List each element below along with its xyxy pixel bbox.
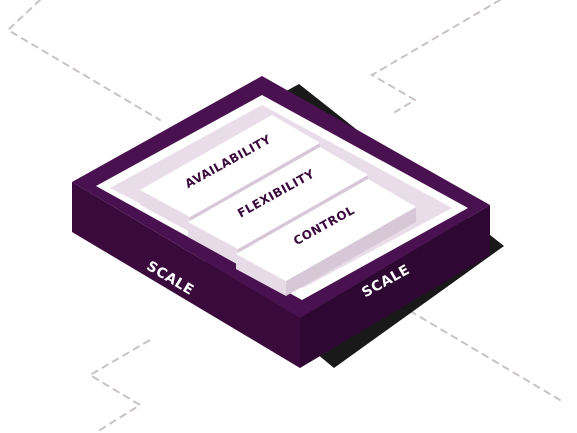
base-front-right bbox=[300, 205, 490, 368]
layer-control-top bbox=[236, 179, 416, 281]
connector-top-left bbox=[6, 0, 161, 121]
connector-bottom-right bbox=[399, 304, 561, 401]
connector-top-right bbox=[370, 0, 501, 113]
layer-control-front bbox=[286, 207, 416, 296]
layer-control: CONTROL bbox=[236, 179, 416, 296]
base-front-left bbox=[72, 182, 300, 368]
layer-availability-top bbox=[140, 115, 320, 217]
layer-flexibility-top bbox=[188, 147, 368, 249]
layer-stack: AVAILABILITY FLEXIBILITY CONTROL bbox=[140, 115, 416, 296]
layer-availability-side bbox=[140, 190, 190, 232]
layer-control-side bbox=[236, 254, 286, 296]
layer-flexibility-side bbox=[188, 222, 238, 264]
dashed-connectors bbox=[6, 0, 561, 431]
connector-bottom-left bbox=[88, 339, 151, 431]
